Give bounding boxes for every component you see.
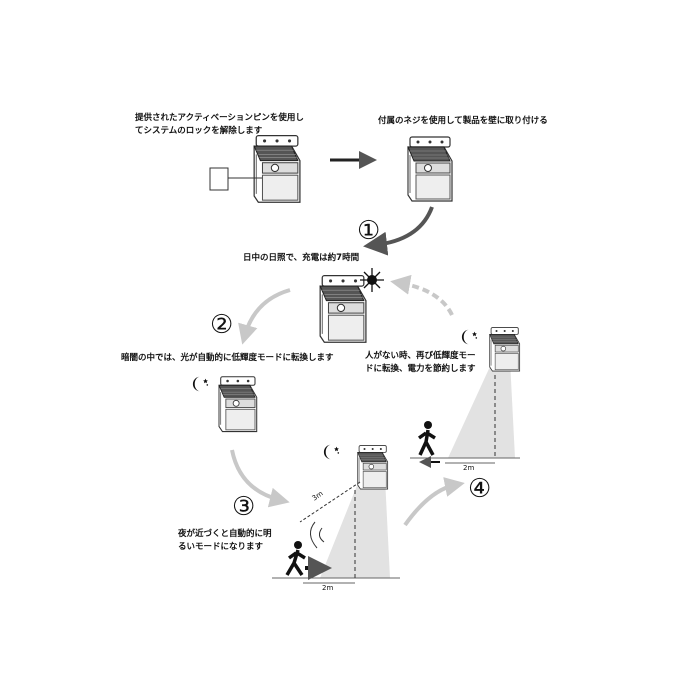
activation-pin-inset	[209, 167, 229, 191]
arrow-step-4	[403, 477, 465, 527]
sun-icon	[360, 268, 384, 292]
caption-bright-mode: 夜が近づくと自動的に明 るいモードになります	[178, 529, 272, 552]
moon-icon	[461, 329, 478, 345]
moon-icon	[192, 376, 209, 392]
walking-person-icon	[285, 541, 306, 576]
step-number-1: ①	[357, 216, 381, 246]
device-activation	[253, 135, 301, 203]
arrow-step-3	[230, 449, 290, 508]
label-width-dim: 2m	[463, 464, 475, 472]
device-mounted	[407, 136, 453, 202]
light-cone-dim	[448, 360, 515, 458]
device-bright	[357, 445, 389, 490]
arrow-step-2	[238, 288, 291, 345]
motion-waves-icon	[310, 521, 325, 549]
caption-mount: 付属のネジを使用して製品を壁に取り付ける	[378, 116, 548, 126]
arrow-step-1	[363, 206, 434, 256]
caption-save-mode: 人がない時、再び低輝度モー ドに転換、電力を節約します	[365, 351, 476, 374]
moon-icon	[323, 444, 340, 460]
device-dim	[218, 376, 258, 433]
step-number-2: ②	[210, 310, 234, 340]
step-number-4: ④	[468, 474, 492, 504]
caption-activate: 提供されたアクティベーションピンを使用し てシステムのロックを解除します	[135, 113, 304, 136]
device-saving	[489, 327, 521, 372]
caption-dim-mode: 暗闇の中では、光が自動的に低輝度モードに転換します	[121, 353, 334, 363]
caption-charge: 日中の日照で、充電は約7時間	[243, 253, 360, 263]
label-width-bright: 2m	[322, 584, 334, 592]
arrow-return	[390, 274, 454, 316]
step-number-3: ③	[232, 492, 256, 522]
walking-person-icon	[417, 421, 436, 456]
device-charging	[319, 274, 367, 343]
